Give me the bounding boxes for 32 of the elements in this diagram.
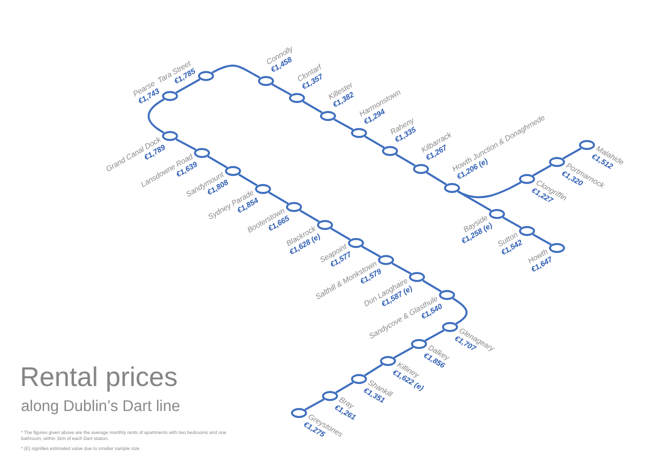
rail-line: [364, 364, 383, 376]
subtitle: along Dublin’s Dart line: [21, 397, 182, 416]
rail-line: [212, 64, 260, 79]
rail-line: [304, 398, 324, 411]
rail-line: [238, 174, 258, 186]
rail-line: [330, 228, 351, 240]
rail-line: [457, 190, 492, 212]
rail-line: [452, 298, 468, 325]
rail-line: [364, 136, 385, 148]
rail-line: [394, 346, 414, 359]
rail-line: [176, 138, 196, 151]
rail-line: [334, 118, 354, 131]
rail-line: [426, 172, 447, 186]
rail-line: [392, 262, 412, 275]
rail-line: [424, 329, 444, 342]
rail-line: [361, 246, 381, 258]
rail-line: [422, 280, 442, 292]
rail-line: [299, 210, 320, 222]
rail-line: [302, 100, 323, 114]
rail-line: [176, 78, 200, 94]
rail-line: [335, 382, 354, 394]
rail-line: [562, 148, 582, 160]
rail-line: [148, 98, 165, 134]
rail-line: [395, 154, 416, 166]
rail-line: [207, 156, 228, 168]
rail-line: [457, 181, 522, 198]
rail-line: [272, 83, 292, 96]
rail-line: [532, 234, 552, 246]
rail-line: [532, 164, 552, 176]
title: Rental prices: [20, 361, 178, 394]
rail-line: [502, 216, 522, 228]
rail-line: [268, 192, 289, 204]
